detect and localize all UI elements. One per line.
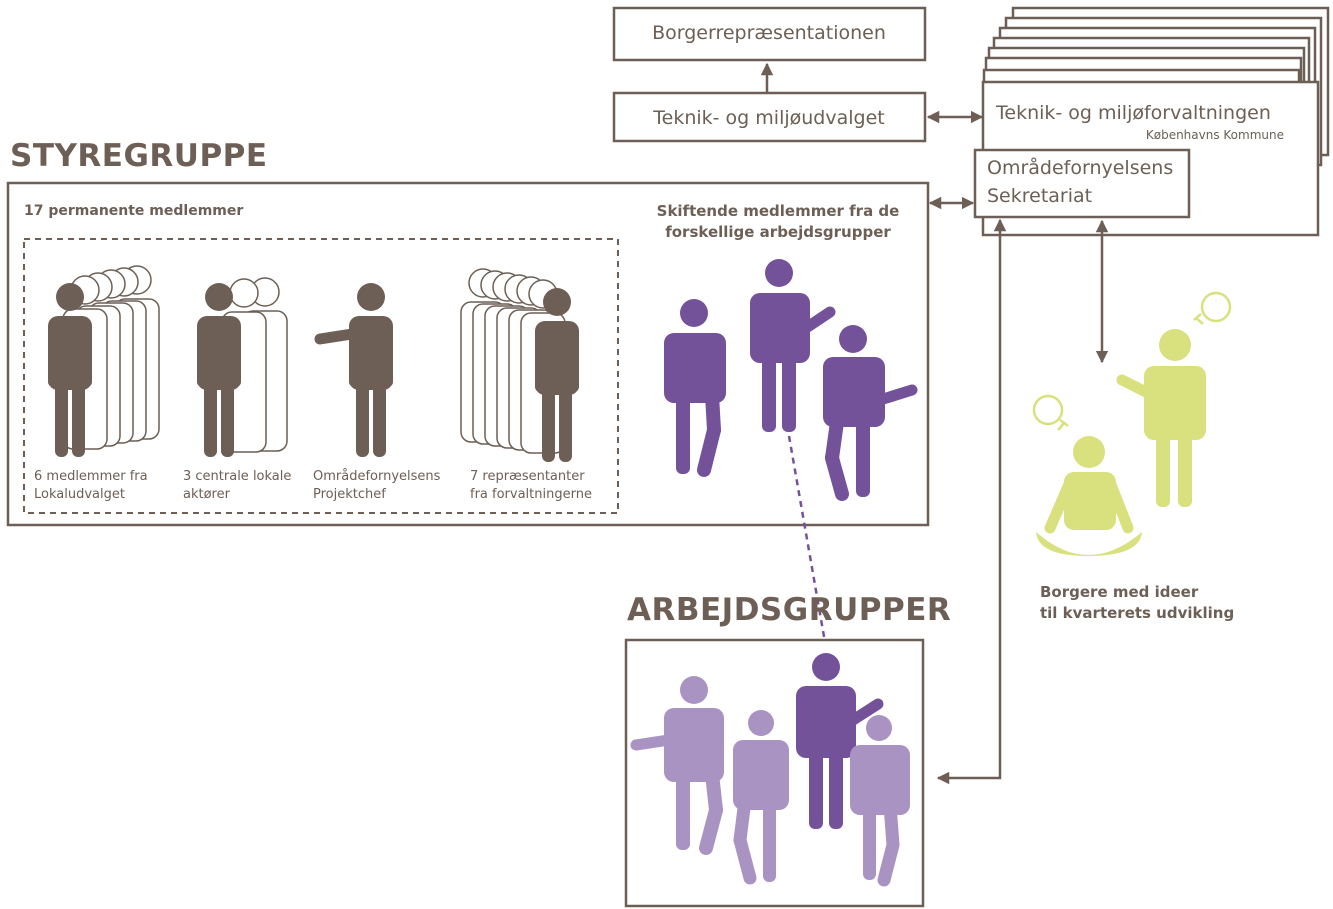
- work-person-3: [796, 653, 884, 829]
- rotating-members-line2: forskellige arbejdsgrupper: [665, 223, 891, 241]
- group4-line1: 7 repræsentanter: [470, 469, 585, 484]
- group2-line2: aktører: [183, 487, 231, 502]
- lightbulb-icon: [1032, 394, 1069, 431]
- group3-line2: Projektchef: [313, 487, 386, 502]
- arbejdsgrupper-figures: [630, 653, 910, 887]
- sekretariat-line2: Sekretariat: [987, 185, 1092, 207]
- group2-line1: 3 centrale lokale: [183, 469, 291, 484]
- sitting-citizen: [1036, 436, 1142, 556]
- rotating-person-1: [664, 299, 726, 477]
- group4-line2: fra forvaltningerne: [470, 487, 592, 502]
- sekretariat-arbejdsgrupper-arrow: [936, 218, 1007, 785]
- rotation-link-dotted: [787, 435, 828, 649]
- styregruppe-heading: STYREGRUPPE: [10, 138, 268, 174]
- standing-citizen: [1116, 329, 1206, 507]
- rotating-members-figures: [664, 259, 918, 501]
- rotating-person-3: [823, 325, 918, 501]
- group3-line1: Områdefornyelsens: [313, 469, 441, 484]
- citizens-figures: [1036, 329, 1206, 556]
- borgerrepraesentationen-label: Borgerrepræsentationen: [652, 22, 886, 44]
- citizens-line1: Borgere med ideer: [1040, 583, 1199, 601]
- teknik-miljoeudvalget-box: Teknik- og miljøudvalget: [612, 91, 927, 143]
- citizens-line2: til kvarterets udvikling: [1040, 604, 1234, 622]
- lightbulb-icon: [1193, 291, 1232, 325]
- sekretariat-box: Områdefornyelsens Sekretariat: [973, 148, 1191, 219]
- work-person-4: [850, 715, 910, 887]
- rotating-members-line1: Skiftende medlemmer fra de: [657, 202, 900, 220]
- group1-line1: 6 medlemmer fra: [34, 469, 148, 484]
- arbejdsgrupper-heading: ARBEJDSGRUPPER: [627, 592, 951, 628]
- forvaltningen-title: Teknik- og miljøforvaltningen: [995, 102, 1271, 124]
- sekretariat-line1: Områdefornyelsens: [987, 156, 1173, 179]
- work-person-1: [630, 676, 724, 855]
- rotating-person-2: [750, 259, 836, 432]
- work-person-2: [733, 710, 789, 885]
- group1-line2: Lokaludvalget: [34, 487, 125, 502]
- projektchef-figure: [314, 283, 393, 457]
- permanent-members-label: 17 permanente medlemmer: [24, 203, 243, 219]
- borgerrepraesentationen-box: Borgerrepræsentationen: [612, 6, 927, 62]
- teknik-miljoeudvalget-label: Teknik- og miljøudvalget: [652, 107, 884, 129]
- permanent-members-frame: [23, 238, 619, 514]
- forvaltningen-subtitle: Københavns Kommune: [1146, 128, 1284, 142]
